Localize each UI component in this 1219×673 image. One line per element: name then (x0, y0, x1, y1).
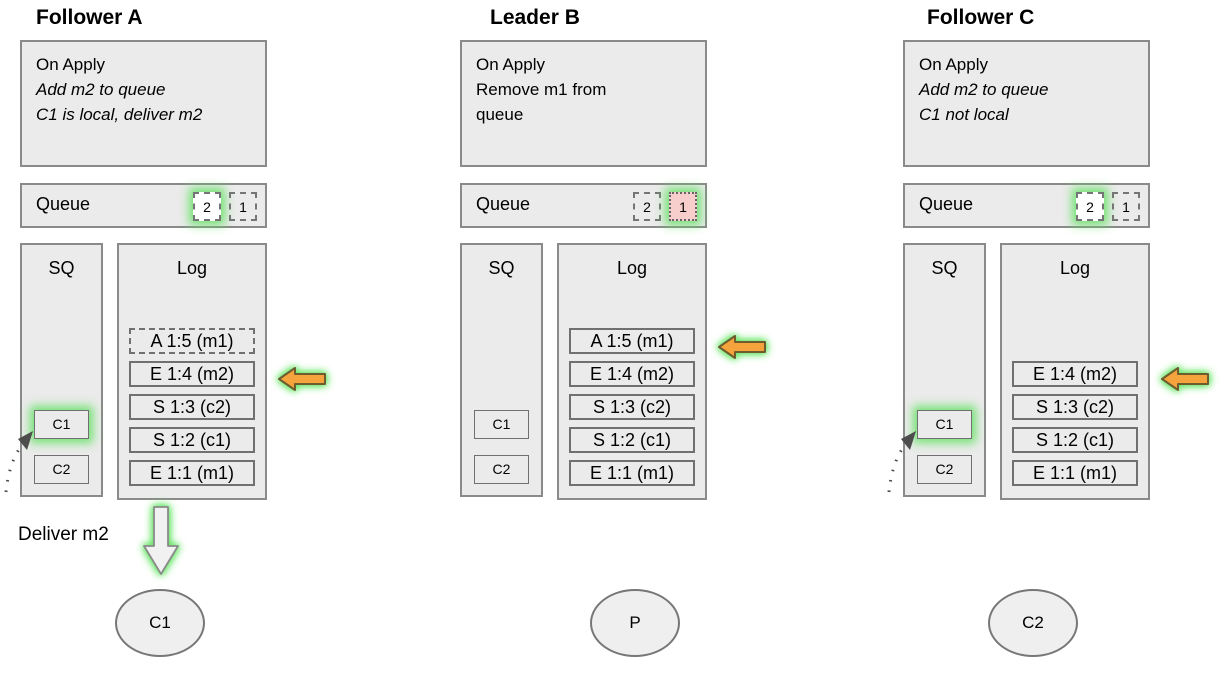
on-apply-line: C1 is local, deliver m2 (36, 105, 203, 124)
queue-item-1: 1 (1112, 192, 1140, 221)
log-box: Log E 1:4 (m2) S 1:3 (c2) S 1:2 (c1) E 1… (1000, 243, 1150, 500)
log-entry: A 1:5 (m1) (129, 328, 255, 354)
column-title: Follower A (36, 6, 143, 29)
log-label: Log (616, 258, 648, 278)
on-apply-line: Add m2 to queue (36, 80, 166, 99)
on-apply-line: C1 not local (919, 105, 1009, 124)
apply-pointer-arrow-icon (718, 335, 766, 359)
queue-item-2: 2 (633, 192, 661, 221)
on-apply-box: On Apply Add m2 to queue C1 is local, de… (20, 40, 267, 167)
log-entry: E 1:4 (m2) (129, 361, 255, 387)
column-follower-c: Follower C On Apply Add m2 to queue C1 n… (887, 0, 1213, 673)
queue-box: Queue 2 1 (460, 183, 707, 228)
column-title: Follower C (927, 6, 1035, 29)
sq-box: SQ C1 C2 (903, 243, 986, 497)
queue-item-2: 2 (1076, 192, 1104, 221)
sq-item-c2: C2 (917, 455, 972, 484)
apply-pointer-arrow-icon (1161, 367, 1209, 391)
on-apply-line: On Apply (919, 55, 988, 74)
log-entry: S 1:2 (c1) (569, 427, 695, 453)
on-apply-line: Remove m1 from (476, 80, 607, 99)
column-follower-a: Follower A On Apply Add m2 to queue C1 i… (4, 0, 330, 673)
log-entry: E 1:1 (m1) (1012, 460, 1138, 486)
on-apply-line: Add m2 to queue (919, 80, 1049, 99)
queue-item-1: 1 (229, 192, 257, 221)
log-entry: E 1:4 (m2) (569, 361, 695, 387)
process-node: C1 (115, 589, 205, 657)
sq-item-c1: C1 (34, 410, 89, 439)
log-entry: E 1:1 (m1) (569, 460, 695, 486)
local-client-arrow-icon (4, 431, 33, 493)
log-entry: E 1:1 (m1) (129, 460, 255, 486)
sq-item-c2: C2 (474, 455, 529, 484)
queue-label: Queue (476, 194, 531, 214)
queue-label: Queue (919, 194, 974, 214)
log-entry: E 1:4 (m2) (1012, 361, 1138, 387)
deliver-label: Deliver m2 (18, 524, 109, 545)
queue-item-1: 1 (669, 192, 697, 221)
sq-label: SQ (48, 258, 75, 278)
process-node-label: C1 (149, 613, 171, 632)
process-node-label: P (629, 613, 641, 632)
log-entry: S 1:3 (c2) (129, 394, 255, 420)
on-apply-box: On Apply Remove m1 from queue (460, 40, 707, 167)
log-label: Log (1059, 258, 1091, 278)
sq-item-c1: C1 (474, 410, 529, 439)
queue-label: Queue (36, 194, 91, 214)
process-node: C2 (988, 589, 1078, 657)
apply-pointer-arrow-icon (278, 367, 326, 391)
on-apply-line: queue (476, 105, 524, 124)
log-entry: S 1:2 (c1) (1012, 427, 1138, 453)
sq-item-c2: C2 (34, 455, 89, 484)
sq-box: SQ C1 C2 (20, 243, 103, 497)
log-entry: A 1:5 (m1) (569, 328, 695, 354)
log-entry: S 1:2 (c1) (129, 427, 255, 453)
sq-label: SQ (488, 258, 515, 278)
queue-box: Queue 2 1 (903, 183, 1150, 228)
on-apply-line: On Apply (476, 55, 545, 74)
log-label: Log (176, 258, 208, 278)
column-title: Leader B (490, 6, 580, 29)
deliver-arrow-icon (143, 506, 179, 575)
local-client-arrow-icon (887, 431, 916, 493)
sq-item-c1: C1 (917, 410, 972, 439)
log-entry: S 1:3 (c2) (569, 394, 695, 420)
log-box: Log A 1:5 (m1) E 1:4 (m2) S 1:3 (c2) S 1… (117, 243, 267, 500)
column-leader-b: Leader B On Apply Remove m1 from queue Q… (460, 0, 770, 673)
sq-label: SQ (931, 258, 958, 278)
process-node-label: C2 (1022, 613, 1044, 632)
process-node: P (590, 589, 680, 657)
on-apply-box: On Apply Add m2 to queue C1 not local (903, 40, 1150, 167)
queue-box: Queue 2 1 (20, 183, 267, 228)
queue-item-2: 2 (193, 192, 221, 221)
on-apply-line: On Apply (36, 55, 105, 74)
log-entry: S 1:3 (c2) (1012, 394, 1138, 420)
log-box: Log A 1:5 (m1) E 1:4 (m2) S 1:3 (c2) S 1… (557, 243, 707, 500)
sq-box: SQ C1 C2 (460, 243, 543, 497)
